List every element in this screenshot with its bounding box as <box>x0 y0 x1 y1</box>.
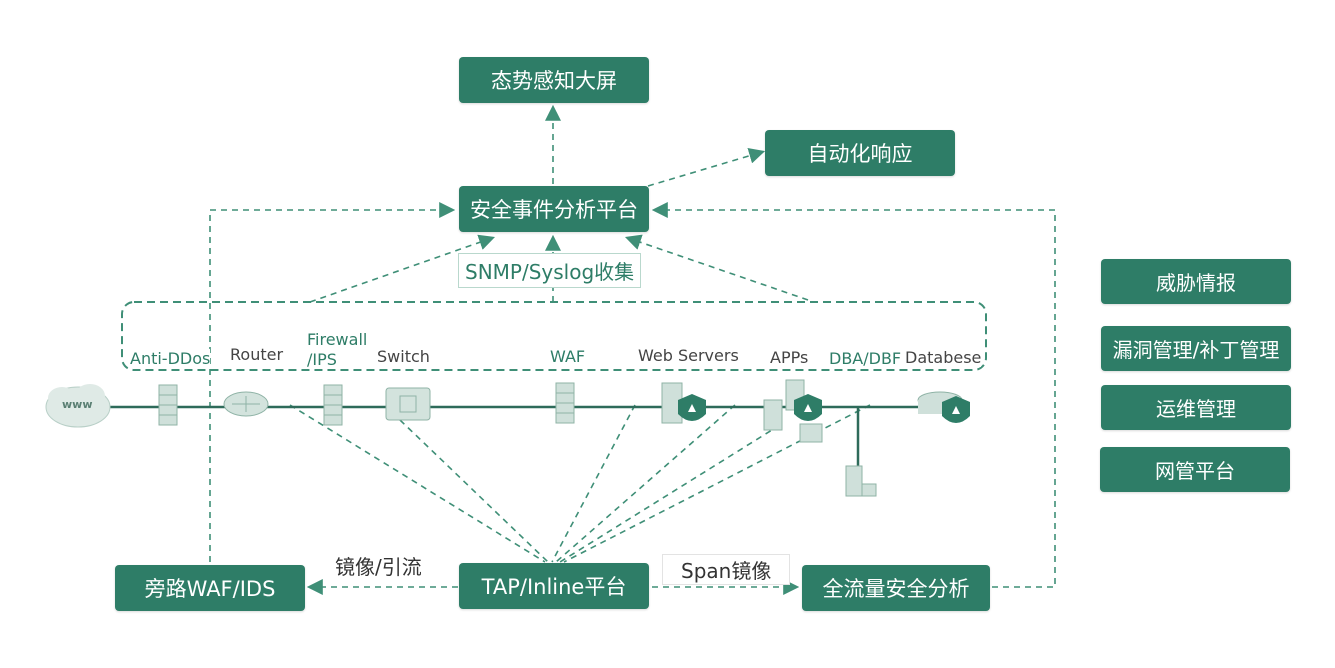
router-device-icon <box>223 391 269 417</box>
dba-label: DBA/DBF <box>829 349 902 368</box>
internet-cloud-icon <box>45 384 111 428</box>
arrow-fullflow-to-analysis <box>651 202 1056 588</box>
arrow-right-collect <box>624 234 809 301</box>
bypass-waf-ids-box[interactable]: 旁路WAF/IDS <box>115 565 305 611</box>
arrow-analysis-to-response <box>647 147 766 187</box>
mirror-line-router <box>289 404 546 563</box>
tap-inline-platform-box[interactable]: TAP/Inline平台 <box>459 563 649 609</box>
antiddos-label: Anti-DDos <box>130 349 211 368</box>
database-server-icon <box>917 391 970 423</box>
span-mirror-label: Span镜像 <box>662 554 791 585</box>
mirror-line-apps <box>559 424 781 563</box>
threat-intel-box[interactable]: 威胁情报 <box>1101 259 1291 304</box>
full-flow-analysis-box[interactable]: 全流量安全分析 <box>802 565 990 611</box>
firewall-label-line1: Firewall <box>307 330 368 349</box>
internet-label: www <box>62 398 93 411</box>
web-server-icon <box>661 382 706 424</box>
switch-label: Switch <box>377 347 430 366</box>
antiddos-device-icon <box>158 384 178 426</box>
apps-label: APPs <box>770 348 809 367</box>
firewall-label-line2: /IPS <box>307 350 337 369</box>
mirror-line-web <box>555 404 736 563</box>
mirror-line-switch <box>399 419 549 563</box>
waf-device-icon <box>555 382 575 424</box>
device-group-frame <box>121 301 987 371</box>
mirror-line-db <box>563 404 871 563</box>
apps-server-icon <box>763 379 823 443</box>
ops-management-box[interactable]: 运维管理 <box>1101 385 1291 430</box>
vuln-patch-box[interactable]: 漏洞管理/补丁管理 <box>1101 326 1291 371</box>
snmp-syslog-label: SNMP/Syslog收集 <box>458 253 642 288</box>
router-label: Router <box>230 345 284 364</box>
waf-label: WAF <box>550 347 586 366</box>
security-analysis-platform-box[interactable]: 安全事件分析平台 <box>459 186 649 232</box>
firewall-device-icon <box>323 384 343 426</box>
mirror-line-waf <box>551 404 636 563</box>
branch-server-icon <box>845 465 877 497</box>
database-label: Databese <box>905 348 982 367</box>
switch-device-icon <box>385 387 431 421</box>
arrow-bypass-to-analysis <box>209 202 456 562</box>
network-management-box[interactable]: 网管平台 <box>1100 447 1290 492</box>
web-servers-label: Web Servers <box>638 346 739 365</box>
situation-awareness-box[interactable]: 态势感知大屏 <box>459 57 649 103</box>
mirror-diversion-label: 镜像/引流 <box>335 551 422 580</box>
automated-response-box[interactable]: 自动化响应 <box>765 130 955 176</box>
